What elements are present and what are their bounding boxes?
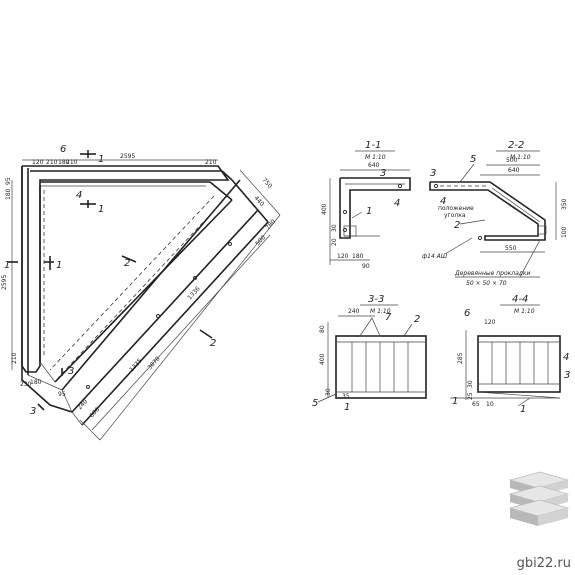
section-2-2-pos3: 3: [430, 168, 436, 179]
section-2-2-d500: 500: [506, 157, 518, 164]
section-3-3-pos2: 2: [414, 314, 420, 325]
section-3-3-d35: 35: [342, 393, 350, 400]
plan-marker-1-mid: 1: [98, 204, 104, 215]
section-3-3-d400: 400: [319, 353, 326, 365]
plan-view: 2595 2595 210 210 120 210 180 95 180 750…: [1, 144, 281, 441]
section-3-3: 3-3 M 1:10 240 400 80 30 35 7 2 5 1: [312, 294, 427, 413]
section-3-3-pos5: 5: [312, 398, 318, 409]
section-1-1-d180: 180: [352, 253, 364, 260]
plan-dim-120: 120: [32, 159, 44, 166]
section-1-1-d90: 90: [362, 263, 370, 270]
section-3-3-title: 3-3: [368, 294, 384, 305]
plan-marker-2a: 2: [124, 258, 130, 269]
plan-marker-1-left: 1: [56, 260, 62, 271]
plan-dim-230: 230: [20, 381, 32, 388]
plan-dim-95b: 95: [58, 391, 66, 398]
section-2-2: 2-2 M 1:10 500 640 350 100 550 5 3 4 2 п…: [422, 140, 568, 287]
plan-dim-210b: 210: [66, 159, 78, 166]
section-3-3-d240: 240: [348, 308, 360, 315]
section-3-3-d80: 80: [319, 325, 326, 333]
plan-dim-1336: 1336: [186, 285, 202, 301]
section-2-2-note2: уголка: [444, 212, 466, 219]
section-2-2-scale: M 1:10: [510, 154, 531, 161]
stacked-slabs-logo: [508, 471, 570, 526]
section-4-4-d30: 30: [467, 380, 474, 388]
plan-dim-210a: 210: [205, 159, 217, 166]
plan-dim-210c: 210: [46, 159, 58, 166]
section-4-4-d285: 285: [457, 352, 464, 364]
section-2-2-rebar: ф14 АШ: [422, 253, 448, 260]
section-4-4-d65: 65: [472, 401, 480, 408]
section-1-1-title: 1-1: [365, 140, 381, 151]
plan-marker-1-left2: 1: [4, 260, 10, 271]
section-1-1-pos4: 4: [394, 198, 400, 209]
plan-dim-210l: 210: [11, 352, 18, 364]
plan-dim-180l: 180: [5, 188, 12, 200]
plan-dim-750: 750: [261, 177, 274, 190]
plan-dim-600: 600: [88, 406, 101, 419]
section-4-4-pos1a: 1: [452, 396, 458, 407]
section-1-1: 1-1 M 1:10 640 400 30 20 120 180 90 3 4 …: [321, 140, 411, 270]
section-1-1-pos3: 3: [380, 168, 386, 179]
section-2-2-pos5: 5: [470, 154, 476, 165]
section-2-2-pos2: 2: [454, 220, 460, 231]
section-2-2-wood2: 50 × 50 × 70: [466, 280, 507, 287]
plan-dim-3870: 3870: [146, 355, 162, 371]
section-4-4-d120: 120: [484, 319, 496, 326]
plan-dim-95: 95: [5, 177, 12, 185]
plan-marker-2b: 2: [210, 338, 216, 349]
section-4-4: 4-4 M 1:10 285 30 25 120 65 10 6 4 3 1 1: [450, 294, 570, 415]
plan-dim-180: 180: [58, 159, 70, 166]
section-2-2-pos4: 4: [440, 196, 446, 207]
plan-marker-4: 4: [76, 190, 82, 201]
section-1-1-scale: M 1:10: [365, 154, 386, 161]
section-3-3-d30: 30: [325, 388, 332, 396]
section-2-2-d640: 640: [508, 167, 520, 174]
section-2-2-d100: 100: [561, 226, 568, 238]
section-2-2-title: 2-2: [508, 140, 524, 151]
section-3-3-pos1: 1: [344, 402, 350, 413]
section-1-1-d120: 120: [337, 253, 349, 260]
section-1-1-d20: 20: [331, 238, 338, 246]
section-1-1-d640: 640: [368, 162, 380, 169]
section-2-2-d550: 550: [505, 245, 517, 252]
section-4-4-scale: M 1:10: [514, 308, 535, 315]
section-4-4-pos3: 3: [564, 370, 570, 381]
plan-dim-180b: 180: [30, 379, 42, 386]
plan-dim-left: 2595: [1, 275, 8, 290]
section-1-1-pos1: 1: [366, 206, 372, 217]
section-2-2-wood1: Деревянные прокладки: [454, 270, 531, 277]
section-1-1-d400: 400: [321, 203, 328, 215]
plan-marker-3a: 3: [68, 366, 74, 377]
section-4-4-d25: 25: [467, 392, 474, 400]
section-2-2-note1: положение: [438, 205, 474, 212]
plan-marker-6: 6: [60, 144, 66, 155]
section-4-4-pos1b: 1: [520, 404, 526, 415]
section-4-4-pos4: 4: [563, 352, 569, 363]
section-4-4-title: 4-4: [512, 294, 528, 305]
section-4-4-pos6a: 6: [464, 308, 470, 319]
watermark-text: gbi22.ru: [516, 556, 571, 571]
plan-dim-top: 2595: [120, 153, 135, 160]
section-1-1-d30: 30: [331, 224, 338, 232]
plan-marker-3b: 3: [30, 406, 36, 417]
plan-dim-240: 240: [76, 398, 89, 411]
plan-marker-1-top: 1: [98, 154, 104, 165]
section-3-3-scale: M 1:10: [370, 308, 391, 315]
section-3-3-pos7: 7: [385, 312, 392, 323]
section-2-2-d350: 350: [561, 198, 568, 210]
section-4-4-d10: 10: [486, 401, 494, 408]
